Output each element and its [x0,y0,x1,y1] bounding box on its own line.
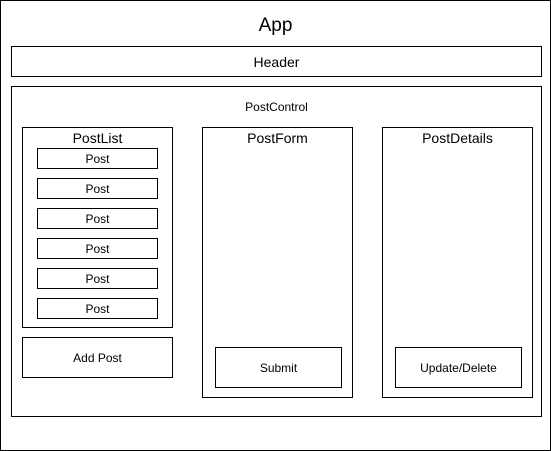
post-item-2: Post [37,178,158,199]
post-item-label: Post [85,181,110,196]
post-item-1: Post [37,148,158,169]
header-title: Header [253,53,300,70]
post-details-box: PostDetails Update/Delete [382,127,533,398]
post-control-title: PostControl [245,100,308,114]
post-item-label: Post [85,301,110,316]
submit-label: Submit [259,360,298,375]
post-form-title: PostForm [247,130,308,146]
post-list-box: PostList Post Post Post Post Post Post [22,127,173,328]
header-box: Header [11,46,542,77]
post-control-box: PostControl PostList Post Post Post Post… [11,86,542,417]
app-title: App [258,15,293,36]
post-details-title: PostDetails [422,130,493,146]
post-item-3: Post [37,208,158,229]
post-item-label: Post [85,271,110,286]
post-form-box: PostForm Submit [202,127,353,398]
post-item-4: Post [37,238,158,259]
post-list-title: PostList [72,130,123,146]
update-delete-box: Update/Delete [395,347,522,388]
update-delete-label: Update/Delete [420,360,497,375]
submit-box: Submit [215,347,342,388]
post-item-6: Post [37,298,158,319]
add-post-box: Add Post [22,337,173,378]
post-item-label: Post [85,241,110,256]
add-post-label: Add Post [73,350,122,365]
post-item-label: Post [85,211,110,226]
post-item-label: Post [85,151,110,166]
post-item-5: Post [37,268,158,289]
